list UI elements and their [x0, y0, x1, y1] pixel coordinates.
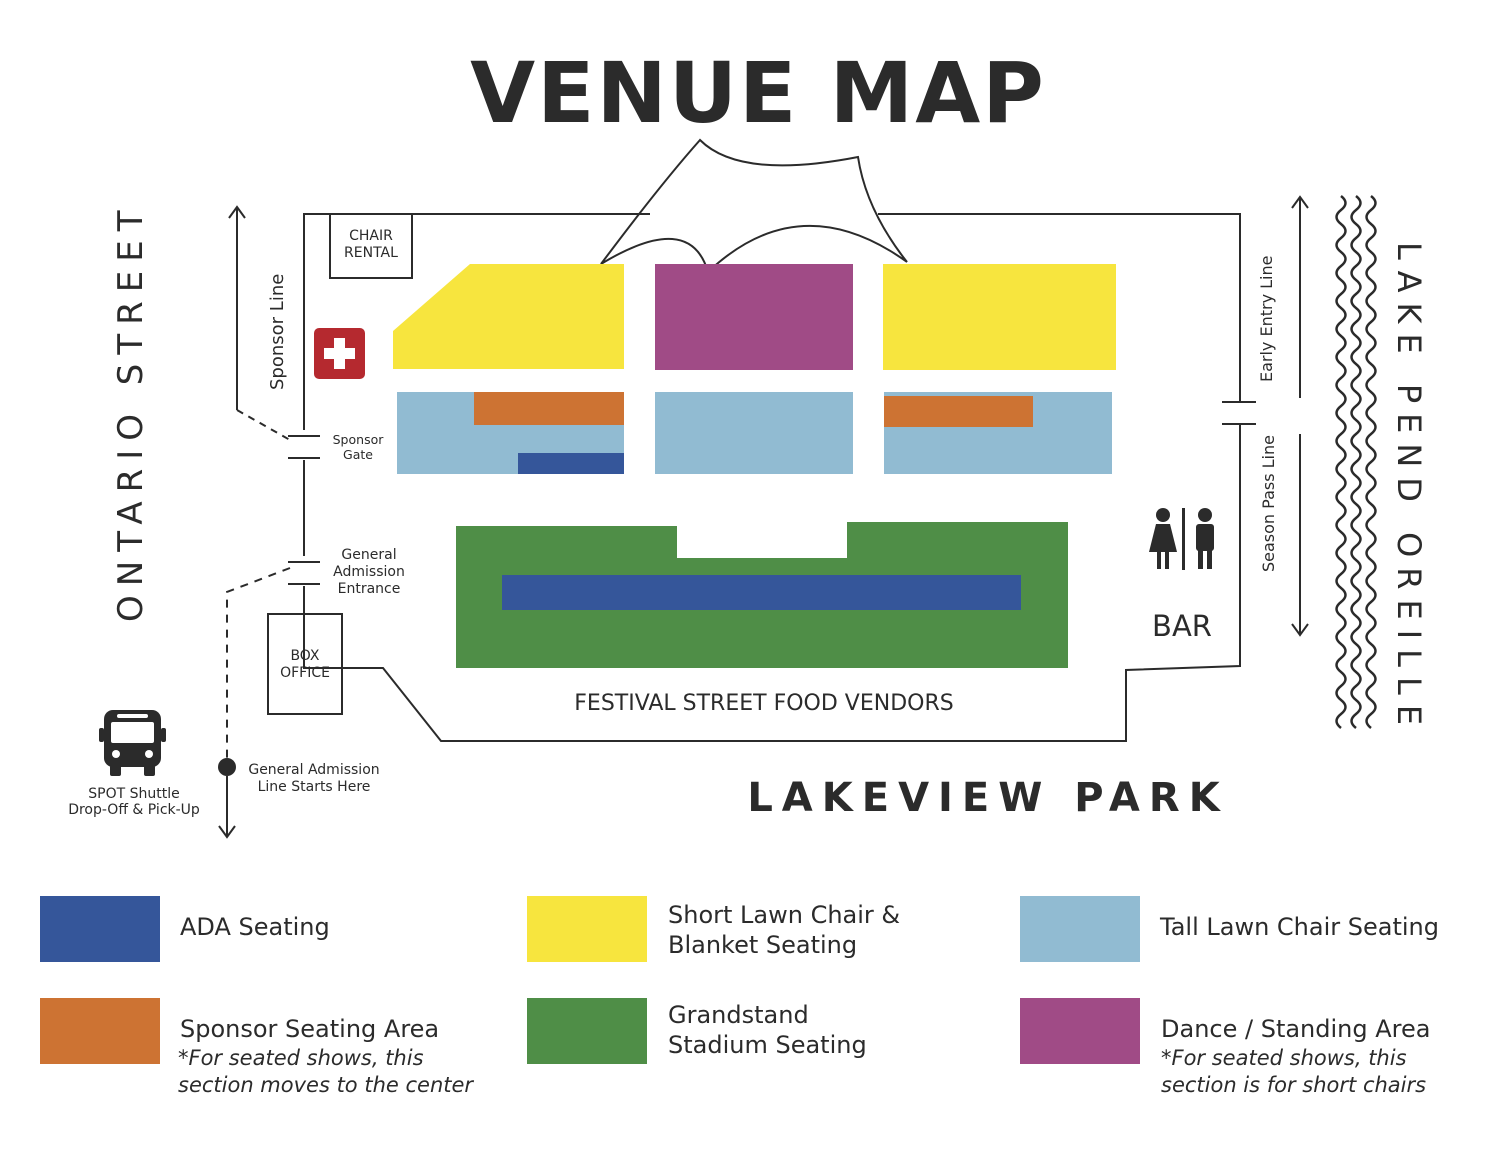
sponsor-section-left [474, 392, 624, 425]
general-admission-line-path [218, 567, 291, 839]
shuttle-label-line2: Drop-Off & Pick-Up [68, 802, 200, 818]
box-office-label-line1: BOX [290, 648, 319, 664]
bar-label: BAR [1152, 609, 1212, 643]
short-lawn-section-left [393, 264, 624, 369]
lake-label: LAKE PEND OREILLE [1390, 242, 1428, 735]
ontario-street-label: ONTARIO STREET [111, 201, 151, 622]
first-aid-cross-icon [314, 328, 365, 379]
general-admission-gate [288, 556, 320, 586]
ga-entrance-label-line2: Admission [333, 564, 405, 580]
sponsor-line-path [228, 205, 291, 441]
sponsor-gate-label-line1: Sponsor [333, 432, 385, 447]
legend-label-grandstand-line1: Grandstand [668, 1001, 809, 1029]
legend-note-dance-line2: section is for short chairs [1161, 1073, 1427, 1097]
season-pass-line-arrow [1291, 434, 1309, 637]
legend-swatch-tall-lawn [1020, 896, 1140, 962]
legend-swatch-grandstand [527, 998, 647, 1064]
chair-rental-booth [329, 213, 413, 279]
ga-entrance-label-line3: Entrance [338, 581, 401, 597]
food-vendors-label: FESTIVAL STREET FOOD VENDORS [574, 691, 953, 716]
chair-rental-label-line1: CHAIR [349, 228, 393, 244]
legend-note-dance-line1: *For seated shows, this [1161, 1046, 1407, 1070]
early-entry-line-label: Early Entry Line [1257, 256, 1276, 383]
early-entry-line-arrow [1291, 195, 1309, 398]
legend-label-grandstand-line2: Stadium Seating [668, 1031, 867, 1059]
early-entry-gate [1222, 401, 1256, 425]
legend-label-short-lawn-line2: Blanket Seating [668, 931, 858, 959]
venue-map: VENUE MAP CHAIR RENTAL Sponsor Line Spon… [68, 44, 1428, 839]
legend-swatch-dance [1020, 998, 1140, 1064]
tall-lawn-section-center [655, 392, 853, 474]
legend-swatch-short-lawn [527, 896, 647, 962]
legend-swatch-ada [40, 896, 160, 962]
ada-section-grandstand [502, 575, 1021, 610]
box-office-label-line2: OFFICE [280, 665, 330, 681]
ga-entrance-label-line1: General [341, 547, 396, 563]
tent-stage-icon [600, 138, 908, 274]
legend-label-short-lawn-line1: Short Lawn Chair & [668, 901, 901, 929]
ga-line-start-label-line1: General Admission [248, 762, 379, 778]
legend-label-dance: Dance / Standing Area [1161, 1015, 1431, 1043]
legend-label-ada: ADA Seating [180, 913, 330, 941]
season-pass-line-label: Season Pass Line [1259, 435, 1278, 572]
chair-rental-label-line2: RENTAL [344, 245, 398, 261]
sponsor-gate [288, 430, 320, 460]
dance-standing-section [655, 264, 853, 370]
sponsor-line-label: Sponsor Line [267, 274, 288, 390]
sponsor-gate-label-line2: Gate [343, 447, 373, 462]
legend-note-sponsor-line2: section moves to the center [178, 1073, 474, 1097]
legend-swatch-sponsor [40, 998, 160, 1064]
legend-label-tall-lawn: Tall Lawn Chair Seating [1160, 913, 1439, 941]
short-lawn-section-right [883, 264, 1116, 370]
waves-icon [1335, 195, 1377, 729]
sponsor-section-right [884, 396, 1033, 427]
ada-section-left [518, 453, 624, 474]
restroom-icon [1149, 508, 1214, 570]
lakeview-park-label: LAKEVIEW PARK [747, 775, 1228, 821]
page-title: VENUE MAP [470, 44, 1046, 142]
ga-line-start-label-line2: Line Starts Here [258, 779, 371, 795]
legend-note-sponsor-line1: *For seated shows, this [178, 1046, 424, 1070]
legend-label-sponsor: Sponsor Seating Area [180, 1015, 440, 1043]
shuttle-label-line1: SPOT Shuttle [88, 786, 179, 802]
bus-icon [99, 710, 166, 776]
